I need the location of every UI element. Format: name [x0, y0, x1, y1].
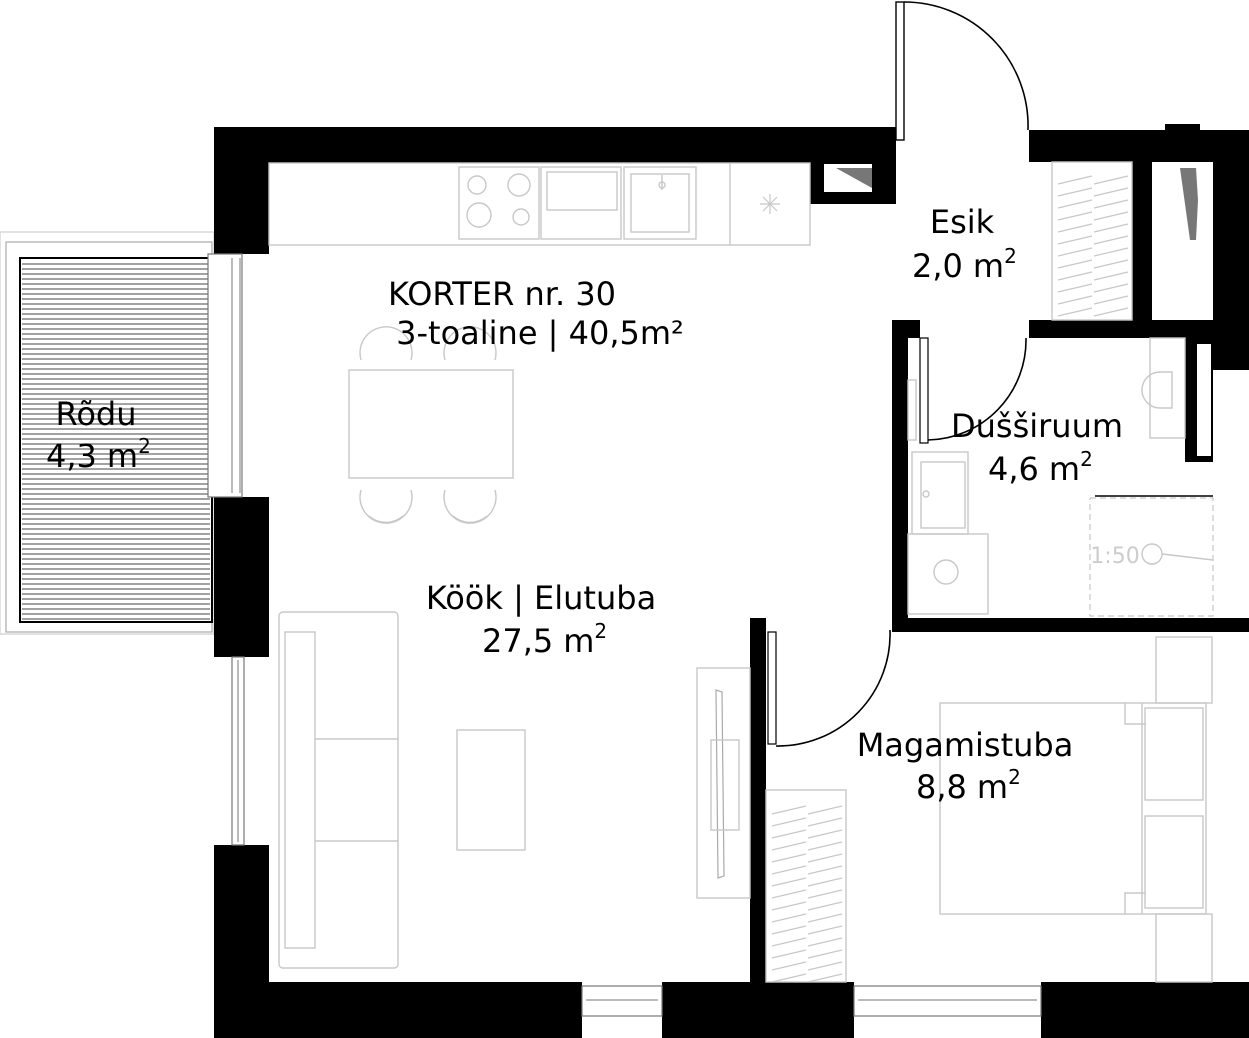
room-name-dussiruum: Dušširuum: [951, 407, 1123, 445]
tv-stand: [696, 667, 751, 899]
balcony: [0, 231, 215, 635]
windows: [207, 253, 1042, 1017]
apartment-title: KORTER nr. 30: [388, 275, 616, 313]
kitchen-counter: [268, 162, 811, 246]
wardrobe-esik: [1051, 161, 1133, 321]
room-name-kook: Köök | Elutuba: [426, 579, 656, 617]
room-name-rodu: Rõdu: [56, 395, 137, 433]
bathroom-fixtures: [907, 337, 1214, 617]
bed: [939, 636, 1213, 983]
wardrobe-bedroom: [765, 789, 847, 983]
walls: [214, 124, 1249, 1038]
doors: [767, 1, 1029, 747]
apartment-subtitle: 3-toaline | 40,5m²: [396, 314, 684, 352]
room-name-magamistuba: Magamistuba: [857, 726, 1074, 764]
scale-label: 1:50: [1090, 544, 1139, 569]
wall-hatch: [836, 168, 1198, 240]
dining-table: [348, 326, 514, 524]
room-name-esik: Esik: [930, 203, 995, 241]
sofa: [278, 611, 526, 969]
apartment-label: KORTER nr. 30 3-toaline | 40,5m²: [388, 275, 684, 352]
